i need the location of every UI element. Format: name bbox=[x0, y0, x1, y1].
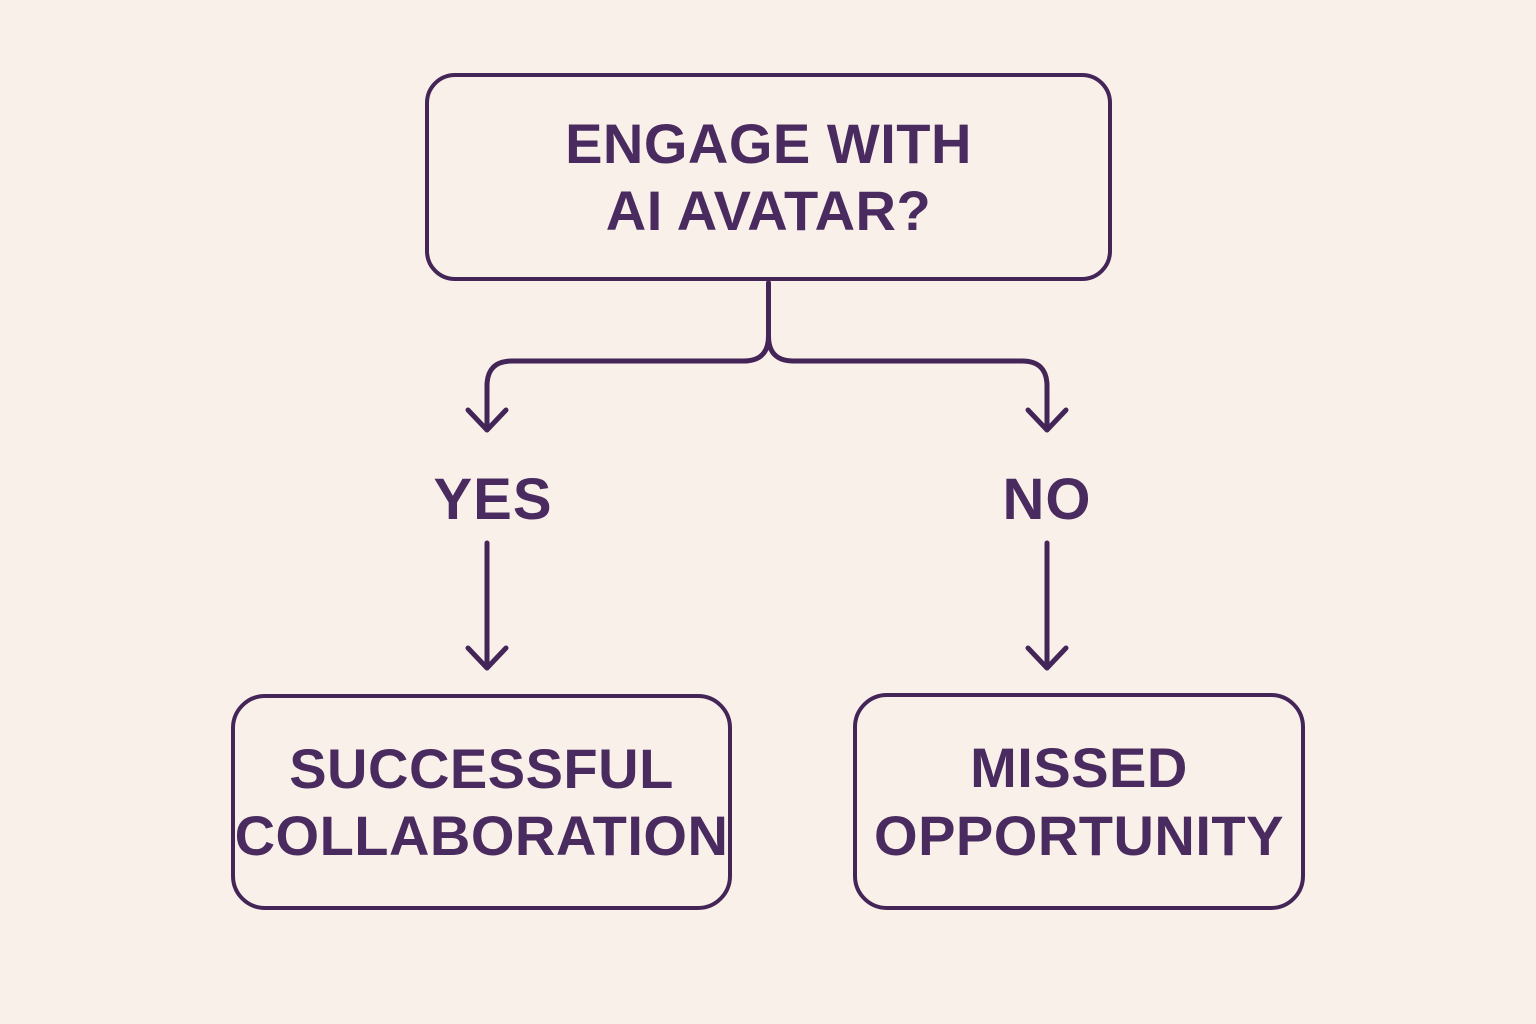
fork-right-arrowhead-down-icon bbox=[1025, 407, 1069, 433]
fork-left-connector bbox=[484, 280, 771, 430]
outcome-box-success: SUCCESSFUL COLLABORATION bbox=[231, 694, 732, 910]
decision-box: ENGAGE WITH AI AVATAR? bbox=[425, 73, 1112, 281]
yes-branch-label: YES bbox=[433, 467, 553, 532]
fork-left-arrowhead-down-icon bbox=[465, 407, 509, 433]
success-outcome-label: SUCCESSFUL COLLABORATION bbox=[234, 736, 729, 867]
fork-right-connector bbox=[766, 280, 1050, 430]
yes-arrowhead-down-icon bbox=[465, 645, 509, 671]
missed-outcome-label: MISSED OPPORTUNITY bbox=[874, 736, 1284, 867]
outcome-box-missed: MISSED OPPORTUNITY bbox=[853, 693, 1305, 910]
no-arrowhead-down-icon bbox=[1025, 645, 1069, 671]
decision-label: ENGAGE WITH AI AVATAR? bbox=[565, 111, 972, 242]
no-branch-label: NO bbox=[1002, 467, 1092, 532]
